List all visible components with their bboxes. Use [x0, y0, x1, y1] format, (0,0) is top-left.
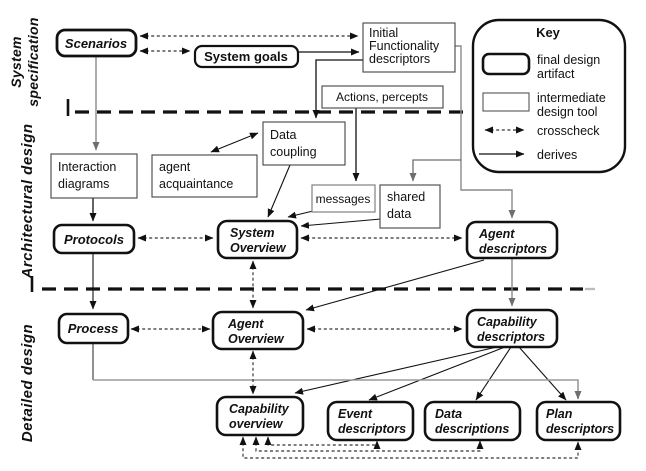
edge-capability-descriptors-event-descriptors: [368, 346, 506, 401]
node-label: descriptors: [338, 422, 406, 436]
node-label: descriptors: [546, 422, 614, 436]
node-label: Scenarios: [65, 36, 127, 51]
node-label: Capability: [477, 315, 538, 329]
node-label: Agent: [478, 227, 515, 241]
node-label: data: [387, 207, 411, 221]
key-final-artifact-swatch: [481, 52, 531, 76]
node-agent-acquaintance: agent acquaintance: [151, 154, 258, 198]
node-agent-descriptors: Agent descriptors: [465, 220, 559, 260]
edge-initial-functionality-shared-data: [409, 159, 461, 182]
node-shared-data: shared data: [379, 184, 441, 229]
key-derives-label: derives: [537, 148, 577, 162]
edge-initial-functionality-data-coupling: [312, 59, 363, 119]
key-title: Key: [536, 25, 561, 40]
section-label-system-specification-line1: System: [8, 36, 24, 88]
node-label: System: [230, 226, 274, 240]
section-label-architectural-design: Architectural design: [19, 123, 36, 279]
node-interaction-diagrams: Interaction diagrams: [50, 153, 138, 199]
node-actions-percepts: Actions, percepts: [321, 85, 444, 109]
node-process: Process: [57, 312, 130, 345]
edge-capability-descriptors-plan-descriptors: [518, 346, 567, 401]
key-intermediate-tool-label-line1: intermediate: [537, 91, 606, 105]
edge-initial-functionality-agent-descriptors: [455, 45, 516, 219]
node-protocols: Protocols: [52, 223, 136, 255]
node-label: coupling: [270, 145, 317, 159]
edge-process-plan-descriptors: [93, 379, 582, 400]
section-labels: System specification Architectural desig…: [8, 17, 41, 442]
node-messages: messages: [311, 184, 376, 213]
node-label: System goals: [204, 49, 288, 64]
node-label: Agent: [227, 317, 264, 331]
edge-agent-descriptors-agent-overview: [305, 259, 485, 312]
node-system-goals: System goals: [193, 44, 300, 69]
node-initial-functionality-descriptors: Initial Functionality descriptors: [362, 22, 456, 73]
node-label: Capability: [229, 402, 290, 416]
crosscheck-edges: [130, 32, 582, 459]
node-label: descriptors: [477, 330, 545, 344]
key-intermediate-tool-label-line2: design tool: [537, 105, 597, 119]
node-label: Data: [435, 407, 462, 421]
node-label: messages: [316, 192, 371, 206]
node-label: Overview: [230, 241, 287, 255]
derives-edges: [89, 45, 582, 401]
edge-agent-acquaintance-data-coupling: [210, 132, 259, 153]
node-label: descriptors: [479, 242, 547, 256]
crosscheck-capability-overview-plan-descriptors: [239, 436, 582, 459]
node-label: Overview: [228, 332, 285, 346]
node-label: Initial: [369, 26, 398, 40]
node-label: acquaintance: [159, 177, 233, 191]
key-final-artifact-label-line1: final design: [537, 53, 600, 67]
node-label: Actions, percepts: [336, 90, 428, 104]
node-label: Functionality: [369, 39, 440, 53]
edge-shared-data-system-overview: [300, 218, 382, 229]
node-label: shared: [387, 190, 425, 204]
node-label: Plan: [546, 407, 573, 421]
node-label: Protocols: [64, 232, 124, 247]
node-label: descriptions: [435, 422, 509, 436]
node-event-descriptors: Event descriptors: [326, 400, 415, 442]
key-intermediate-tool-swatch: [482, 92, 530, 112]
node-label: diagrams: [58, 177, 109, 191]
node-system-overview: System Overview: [216, 219, 299, 260]
edge-messages-system-overview: [287, 210, 314, 219]
section-label-detailed-design: Detailed design: [19, 324, 36, 442]
key-final-artifact-label-line2: artifact: [537, 67, 575, 81]
node-scenarios: Scenarios: [55, 28, 138, 58]
node-plan-descriptors: Plan descriptors: [535, 400, 622, 442]
node-label: Process: [68, 321, 119, 336]
node-data-coupling: Data coupling: [262, 121, 346, 166]
artifact-boxes: Scenarios System goals Protocols System …: [52, 28, 622, 442]
node-label: Interaction: [58, 160, 116, 174]
node-label: descriptors: [369, 52, 430, 66]
edge-capability-descriptors-capability-overview: [294, 346, 498, 395]
section-label-system-specification-line2: specification: [25, 17, 41, 106]
node-label: overview: [229, 417, 284, 431]
key-crosscheck-label: crosscheck: [537, 124, 600, 138]
key-panel: Key final design artifact intermediate d…: [471, 18, 627, 174]
node-label: Data: [270, 128, 296, 142]
node-label: agent: [159, 160, 191, 174]
edge-data-coupling-system-overview: [267, 164, 291, 218]
node-data-descriptions: Data descriptions: [423, 400, 522, 442]
intermediate-boxes: Initial Functionality descriptors Action…: [50, 22, 456, 229]
node-capability-overview: Capability overview: [215, 395, 305, 437]
node-agent-overview: Agent Overview: [211, 310, 305, 351]
node-label: Event: [338, 407, 373, 421]
node-capability-descriptors: Capability descriptors: [465, 308, 559, 349]
edge-capability-descriptors-data-descriptions: [475, 346, 512, 401]
phase-dividers: [30, 99, 595, 292]
